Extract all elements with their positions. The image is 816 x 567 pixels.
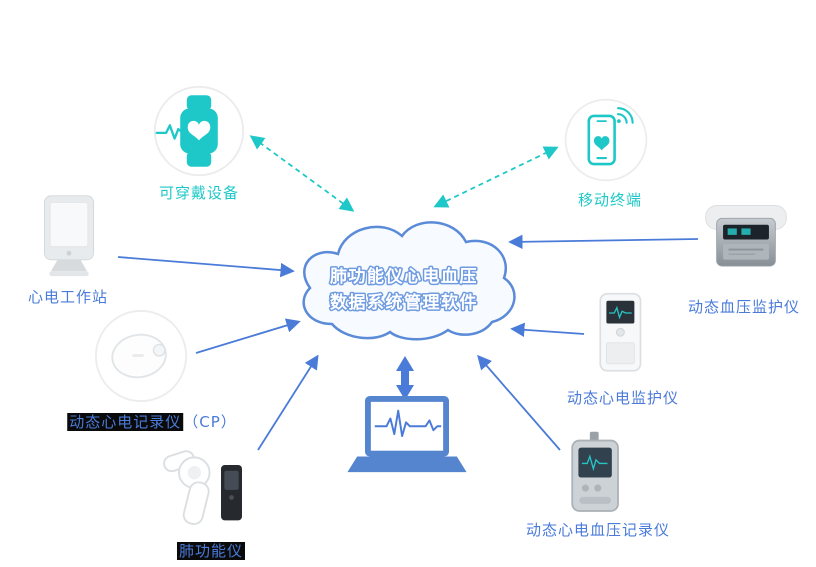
connector-cloud-laptop <box>396 356 414 400</box>
smartwatch-icon <box>153 85 245 177</box>
connector-spirometer-cloud <box>257 354 319 451</box>
ecg-workstation-label: 心电工作站 <box>27 288 109 306</box>
node-mobile <box>563 97 649 183</box>
ecg-bp-recorder-label: 动态心电血压记录仪 <box>525 521 671 539</box>
node-spirometer <box>158 438 263 534</box>
node-laptop <box>342 396 472 480</box>
ecg-monitor-image <box>599 292 642 372</box>
spirometer-image <box>163 450 242 525</box>
mobile-label: 移动终端 <box>577 191 643 209</box>
connector-holter-cloud <box>195 318 301 354</box>
wearable-label: 可穿戴设备 <box>158 184 240 202</box>
spirometer-label-text: 肺功能仪 <box>176 542 246 560</box>
cloud-title-line1: 肺功能仪心电血压 <box>330 266 478 287</box>
node-bp-monitor <box>700 200 792 278</box>
laptop-icon <box>347 396 467 473</box>
cloud: 肺功能仪心电血压 数据系统管理软件 <box>288 204 520 354</box>
ecg-monitor-label: 动态心电监护仪 <box>566 389 680 407</box>
node-ecg-bp-recorder <box>556 430 636 518</box>
bp-monitor-label: 动态血压监护仪 <box>687 298 801 316</box>
connector-recorder-cloud <box>477 354 561 451</box>
connector-workstation-cloud <box>117 256 295 278</box>
holter-cp-label-main: 动态心电记录仪 <box>67 413 184 431</box>
node-wearable <box>152 84 246 178</box>
node-ecg-monitor <box>588 290 658 378</box>
ecg-workstation-image <box>43 195 95 277</box>
node-ecg-workstation <box>28 190 110 282</box>
holter-cp-label-suffix: （CP） <box>183 413 237 431</box>
bp-monitor-image <box>705 205 787 267</box>
holter-recorder-image <box>94 309 188 403</box>
cloud-shape <box>302 221 516 341</box>
ecg-bp-recorder-image <box>571 431 619 512</box>
connector-mobile-cloud <box>433 146 559 208</box>
spirometer-label: 肺功能仪 <box>176 540 246 561</box>
connector-bp-cloud <box>508 234 699 250</box>
connector-ecgmonitor-cloud <box>510 322 585 337</box>
holter-cp-label: 动态心电记录仪（CP） <box>67 411 237 432</box>
connector-wearable-cloud <box>249 135 355 212</box>
cloud-title-line2: 数据系统管理软件 <box>330 292 478 313</box>
smartphone-icon <box>564 98 648 182</box>
node-holter-cp <box>93 308 189 404</box>
